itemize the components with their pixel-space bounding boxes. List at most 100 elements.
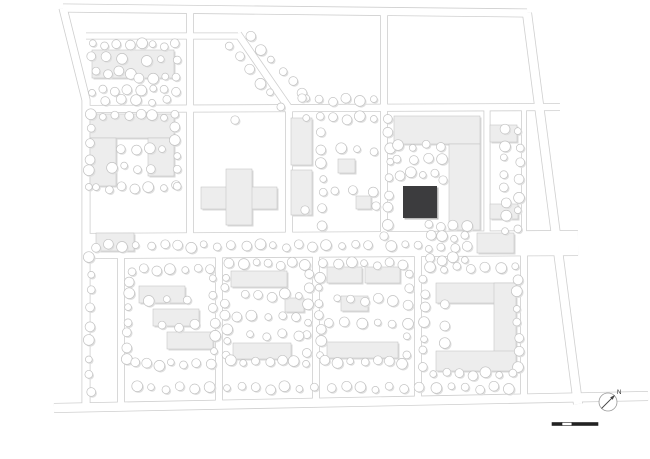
- building: [290, 117, 313, 166]
- tree-icon: [333, 294, 341, 302]
- tree-icon: [351, 239, 360, 249]
- tree-icon: [314, 94, 324, 104]
- tree-icon: [467, 370, 479, 382]
- tree-icon: [157, 55, 165, 63]
- tree-icon: [511, 285, 523, 297]
- tree-icon: [315, 335, 327, 347]
- tree-icon: [447, 382, 456, 390]
- tree-icon: [425, 229, 437, 241]
- tree-icon: [85, 302, 95, 313]
- tree-icon: [300, 205, 310, 215]
- tree-icon: [513, 173, 525, 185]
- tree-icon: [124, 111, 134, 121]
- tree-icon: [121, 342, 133, 354]
- scale-bar: [551, 422, 599, 426]
- tree-icon: [430, 168, 440, 178]
- tree-icon: [341, 380, 352, 392]
- tree-icon: [302, 360, 310, 368]
- tree-icon: [123, 276, 135, 288]
- tree-icon: [319, 354, 331, 366]
- tree-icon: [147, 241, 156, 251]
- tree-icon: [276, 102, 286, 112]
- tree-icon: [142, 181, 154, 193]
- trees: [83, 30, 526, 398]
- tree-icon: [302, 348, 312, 358]
- tree-icon: [379, 231, 389, 241]
- tree-icon: [479, 261, 491, 273]
- tree-icon: [174, 381, 185, 391]
- tree-icon: [402, 318, 414, 330]
- tree-icon: [100, 96, 110, 106]
- tree-icon: [367, 186, 379, 198]
- tree-icon: [223, 337, 231, 345]
- tree-icon: [304, 269, 314, 279]
- tree-icon: [267, 55, 275, 64]
- tree-icon: [252, 258, 261, 266]
- tree-icon: [199, 240, 208, 248]
- tree-icon: [402, 350, 412, 360]
- tree-icon: [513, 345, 525, 357]
- tree-icon: [223, 384, 231, 392]
- tree-icon: [346, 294, 355, 304]
- tree-icon: [286, 256, 298, 268]
- tree-icon: [98, 84, 108, 94]
- tree-icon: [315, 111, 325, 121]
- building: [232, 342, 292, 360]
- tree-icon: [425, 245, 433, 253]
- tree-icon: [146, 109, 158, 121]
- tree-icon: [499, 123, 511, 135]
- tree-icon: [512, 274, 524, 286]
- tree-icon: [287, 355, 300, 367]
- tree-icon: [392, 139, 404, 151]
- tree-icon: [157, 320, 167, 330]
- tree-icon: [149, 84, 157, 93]
- tree-icon: [315, 144, 327, 156]
- tree-icon: [265, 357, 275, 367]
- tree-icon: [438, 175, 448, 185]
- tree-icon: [326, 383, 337, 393]
- tree-icon: [447, 219, 459, 231]
- tree-icon: [222, 274, 230, 282]
- tree-icon: [262, 332, 271, 342]
- tree-icon: [169, 121, 181, 133]
- tree-icon: [408, 144, 417, 152]
- tree-icon: [185, 242, 197, 254]
- tree-icon: [436, 230, 448, 242]
- tree-icon: [318, 187, 328, 197]
- tree-icon: [475, 385, 485, 395]
- tree-icon: [302, 298, 314, 311]
- tree-icon: [394, 170, 406, 182]
- tree-icon: [223, 257, 235, 269]
- tree-icon: [182, 295, 192, 305]
- tree-icon: [436, 153, 448, 165]
- tree-icon: [83, 334, 95, 346]
- tree-icon: [461, 240, 473, 252]
- tree-icon: [209, 330, 221, 342]
- tree-icon: [299, 259, 311, 271]
- tree-icon: [392, 154, 402, 164]
- tree-icon: [315, 283, 323, 292]
- tree-icon: [397, 259, 409, 271]
- road-surface: [522, 12, 583, 405]
- tree-icon: [110, 110, 120, 120]
- tree-icon: [133, 72, 145, 84]
- tree-icon: [295, 292, 303, 300]
- tree-icon: [105, 185, 114, 195]
- tree-icon: [317, 203, 327, 213]
- tree-icon: [341, 114, 353, 126]
- tree-icon: [513, 224, 523, 234]
- tree-icon: [500, 153, 508, 162]
- tree-icon: [382, 201, 394, 213]
- tree-icon: [110, 86, 120, 97]
- tree-icon: [86, 123, 96, 133]
- tree-icon: [295, 385, 304, 393]
- tree-icon: [250, 382, 261, 392]
- tree-icon: [212, 242, 222, 252]
- tree-icon: [384, 173, 394, 182]
- tree-icon: [442, 367, 452, 377]
- tree-icon: [439, 337, 451, 349]
- tree-icon: [503, 383, 515, 395]
- tree-icon: [278, 311, 287, 320]
- tree-icon: [402, 299, 414, 311]
- tree-icon: [384, 355, 395, 367]
